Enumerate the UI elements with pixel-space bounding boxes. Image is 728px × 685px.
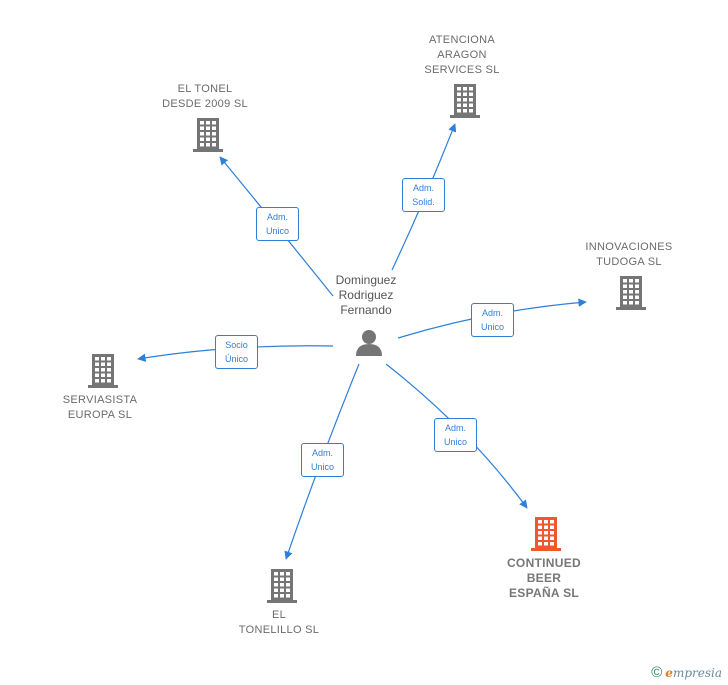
company-label-tonelillo[interactable]: EL TONELILLO SL xyxy=(238,609,320,636)
relation-label-tonelillo: Adm. Unico xyxy=(301,443,344,477)
relation-label-continued: Adm. Unico xyxy=(434,418,477,452)
person-name[interactable]: Dominguez Rodriguez Fernando xyxy=(335,273,397,317)
footer-brand: ©empresia xyxy=(651,664,722,681)
building-icon-innovaciones xyxy=(616,276,646,315)
building-icon-tonelillo xyxy=(267,569,297,608)
company-label-el-tonel[interactable]: EL TONEL DESDE 2009 SL xyxy=(162,83,248,110)
person-icon xyxy=(356,330,382,356)
company-label-atenciona[interactable]: ATENCIONA ARAGON SERVICES SL xyxy=(424,34,500,76)
brand-logo: empresia xyxy=(665,666,722,680)
building-icon-continued xyxy=(531,517,561,556)
relation-label-el-tonel: Adm. Unico xyxy=(256,207,299,241)
company-label-innovaciones[interactable]: INNOVACIONES TUDOGA SL xyxy=(585,241,673,268)
relation-label-atenciona: Adm. Solid. xyxy=(402,178,445,212)
building-icon-el-tonel xyxy=(193,118,223,157)
building-icon-atenciona xyxy=(450,84,480,123)
building-icon-serviasista xyxy=(88,354,118,393)
company-label-serviasista[interactable]: SERVIASISTA EUROPA SL xyxy=(62,394,138,421)
relation-label-innovaciones: Adm. Unico xyxy=(471,303,514,337)
relation-label-serviasista: Socio Único xyxy=(215,335,258,369)
company-label-continued[interactable]: CONTINUED BEER ESPAÑA SL xyxy=(506,556,582,600)
copyright-icon: © xyxy=(651,664,663,681)
